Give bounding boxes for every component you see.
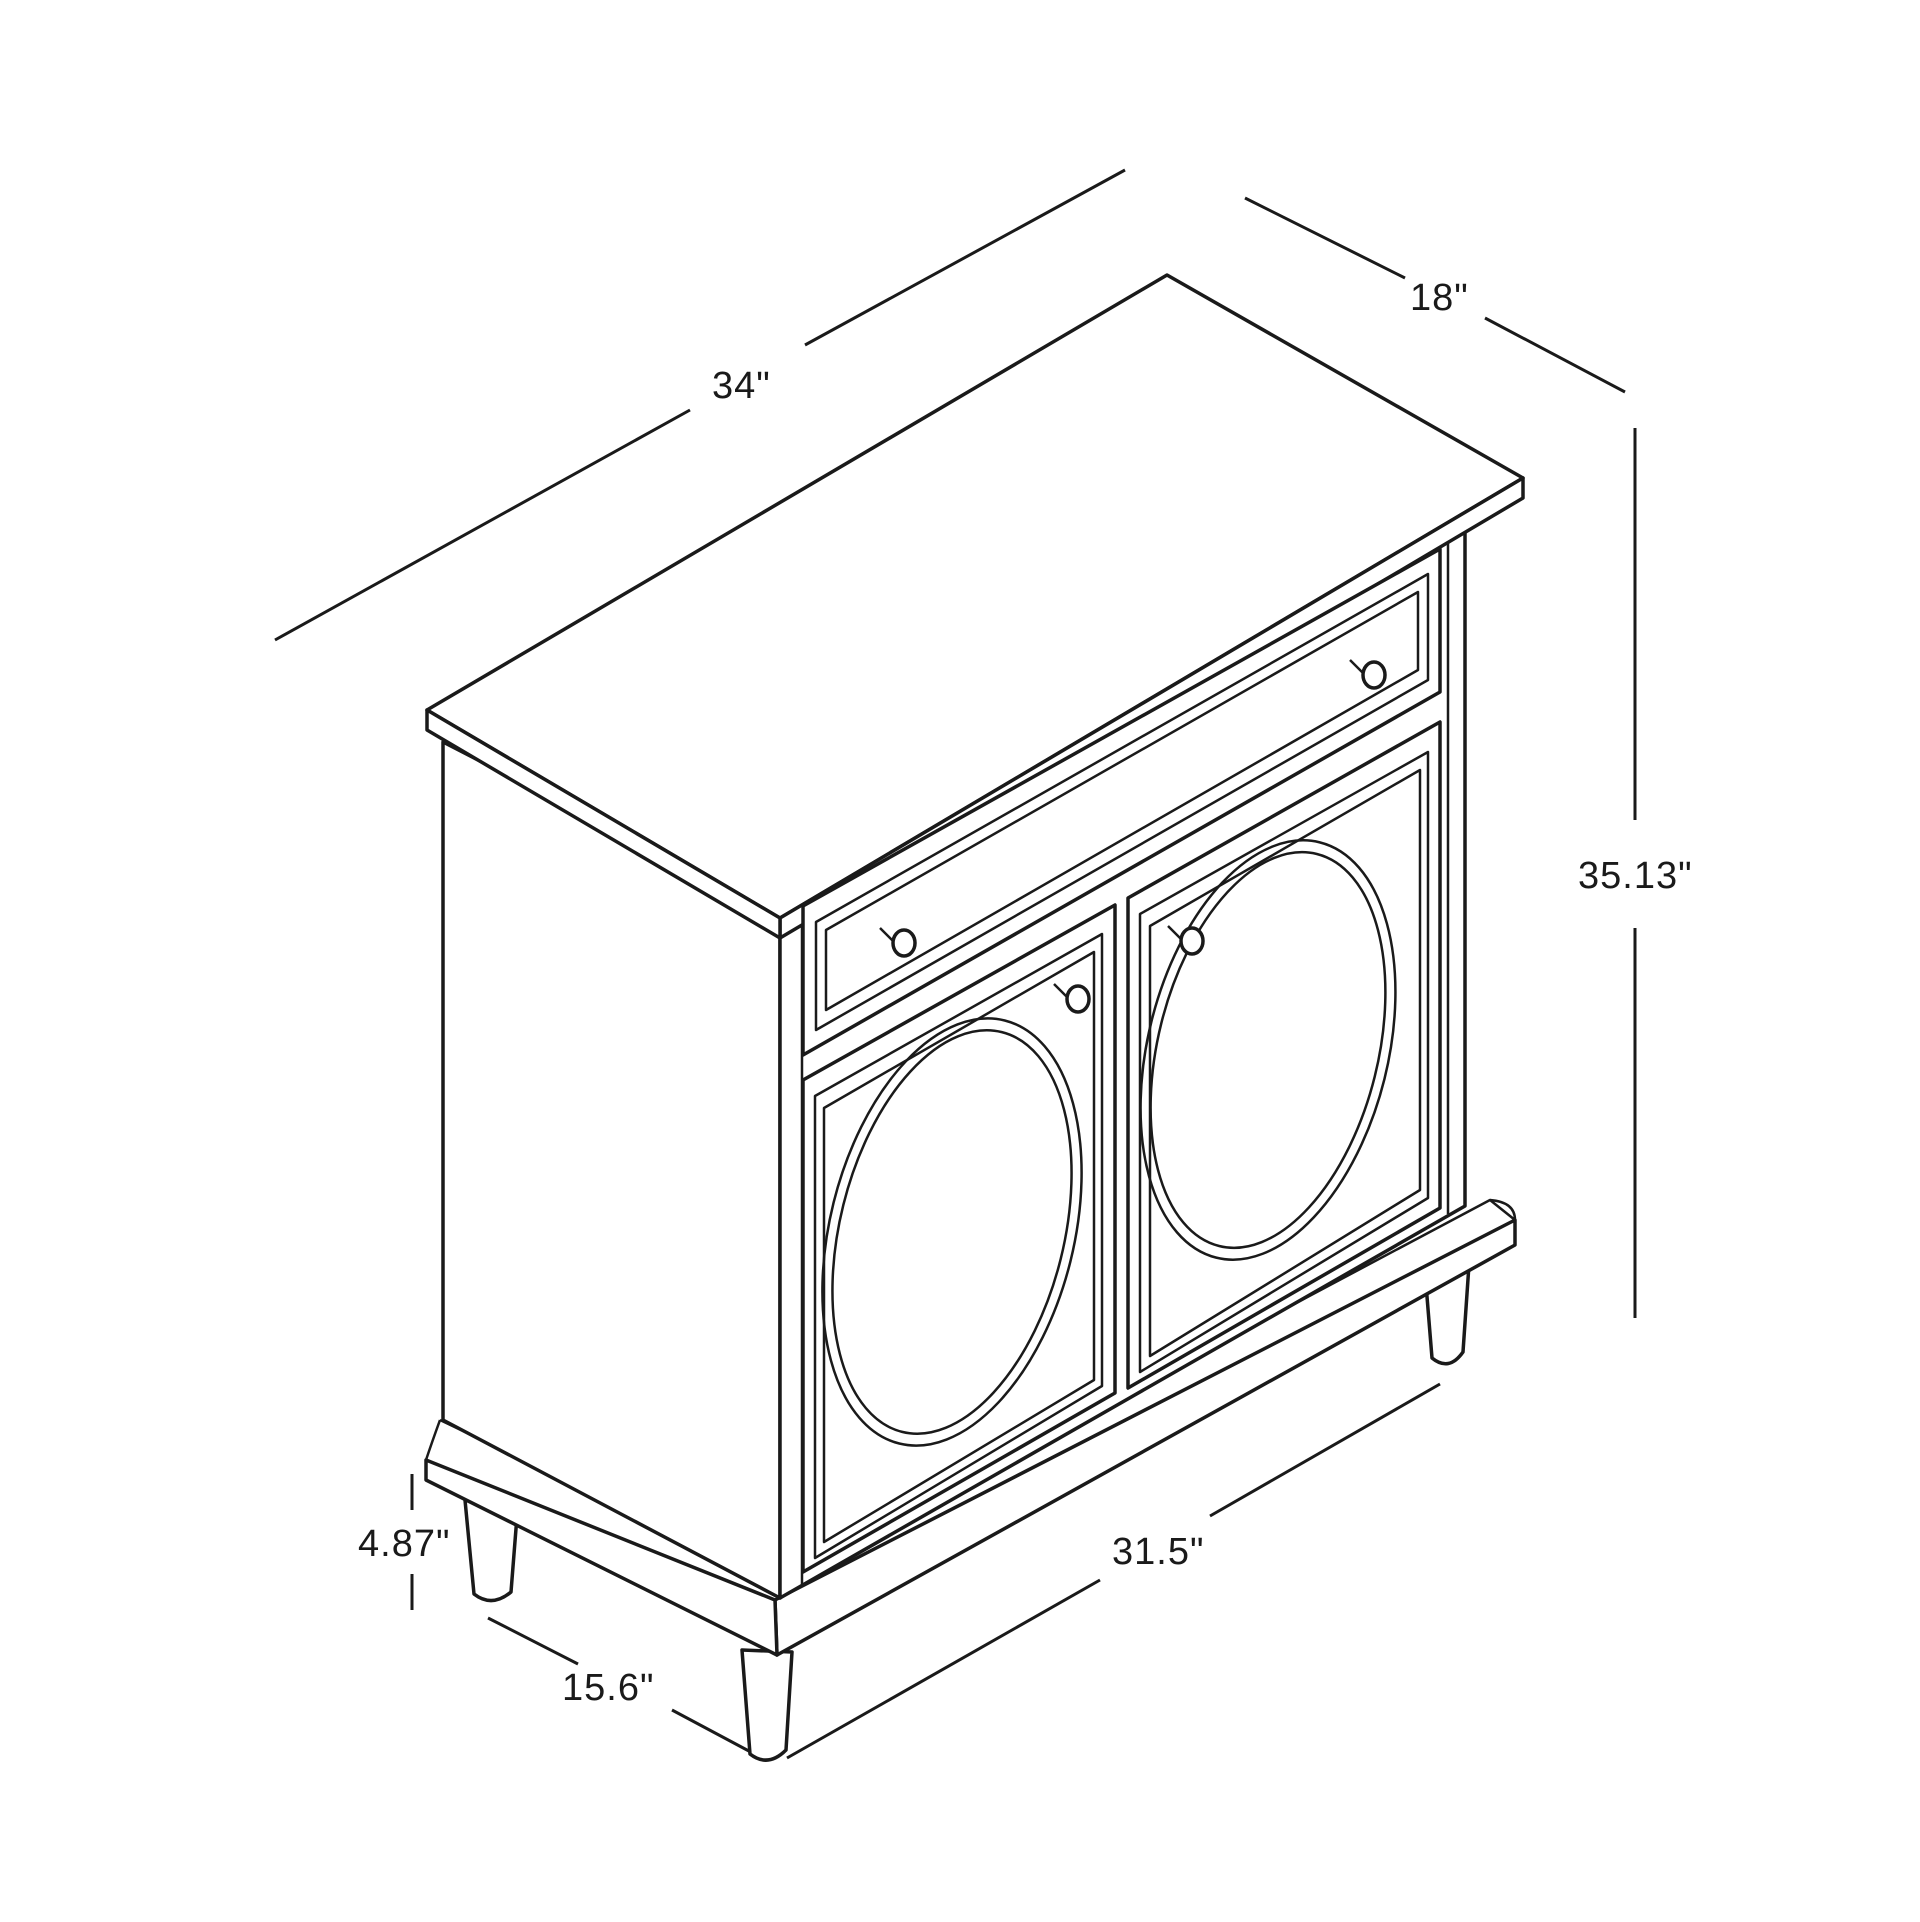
base-side-face — [424, 1458, 779, 1657]
front-left-leg — [463, 1498, 519, 1603]
drawer-knob-right — [1349, 659, 1387, 690]
right-door-panel-inner — [1148, 768, 1422, 1358]
base-depth-label: 15.6" — [562, 1667, 654, 1709]
top-width-label: 34" — [712, 365, 771, 407]
drawer-panel-outer — [814, 572, 1430, 1032]
drawer — [801, 547, 1442, 1057]
base-depth-dim-line-lower — [671, 1708, 763, 1760]
left-door — [801, 903, 1117, 1574]
right-door-panel-outer — [1138, 750, 1430, 1374]
dimension-lines — [274, 168, 1637, 1760]
right-door-knob — [1167, 925, 1205, 956]
base-depth-dim-line-upper — [487, 1616, 579, 1666]
depth-dim-line-upper — [1244, 196, 1406, 280]
overall-height-label: 35.13" — [1578, 855, 1693, 897]
top-depth-label: 18" — [1410, 277, 1469, 319]
drawer-knob-left — [879, 927, 917, 958]
left-door-oval-outer — [821, 1017, 1083, 1447]
base-side-flare — [424, 1419, 442, 1461]
front-right-leg — [740, 1648, 794, 1762]
leg-height-label: 4.87" — [358, 1523, 450, 1565]
width-dim-line-upper — [804, 168, 1126, 347]
depth-dim-line-lower — [1484, 316, 1626, 394]
doors — [801, 720, 1442, 1574]
left-door-oval-inner — [831, 1029, 1073, 1435]
width-dim-line-lower — [274, 408, 691, 642]
base-width-label: 31.5" — [1112, 1531, 1204, 1573]
top-side-edge — [425, 708, 782, 940]
right-door-oval-outer — [1139, 839, 1397, 1261]
right-door-oval-inner — [1149, 850, 1387, 1250]
left-door-panel-inner — [822, 950, 1096, 1544]
left-door-panel-outer — [813, 932, 1104, 1560]
base-right-flare — [1489, 1198, 1517, 1221]
base-width-dim-line-upper — [1209, 1382, 1441, 1518]
drawer-frame — [801, 547, 1442, 1057]
left-door-knob — [1053, 983, 1091, 1014]
drawer-panel-inner — [824, 590, 1420, 1012]
base-width-dim-line-lower — [786, 1578, 1101, 1760]
dimension-labels: 34" 18" 35.13" 4.87" 15.6" 31.5" — [358, 277, 1693, 1709]
